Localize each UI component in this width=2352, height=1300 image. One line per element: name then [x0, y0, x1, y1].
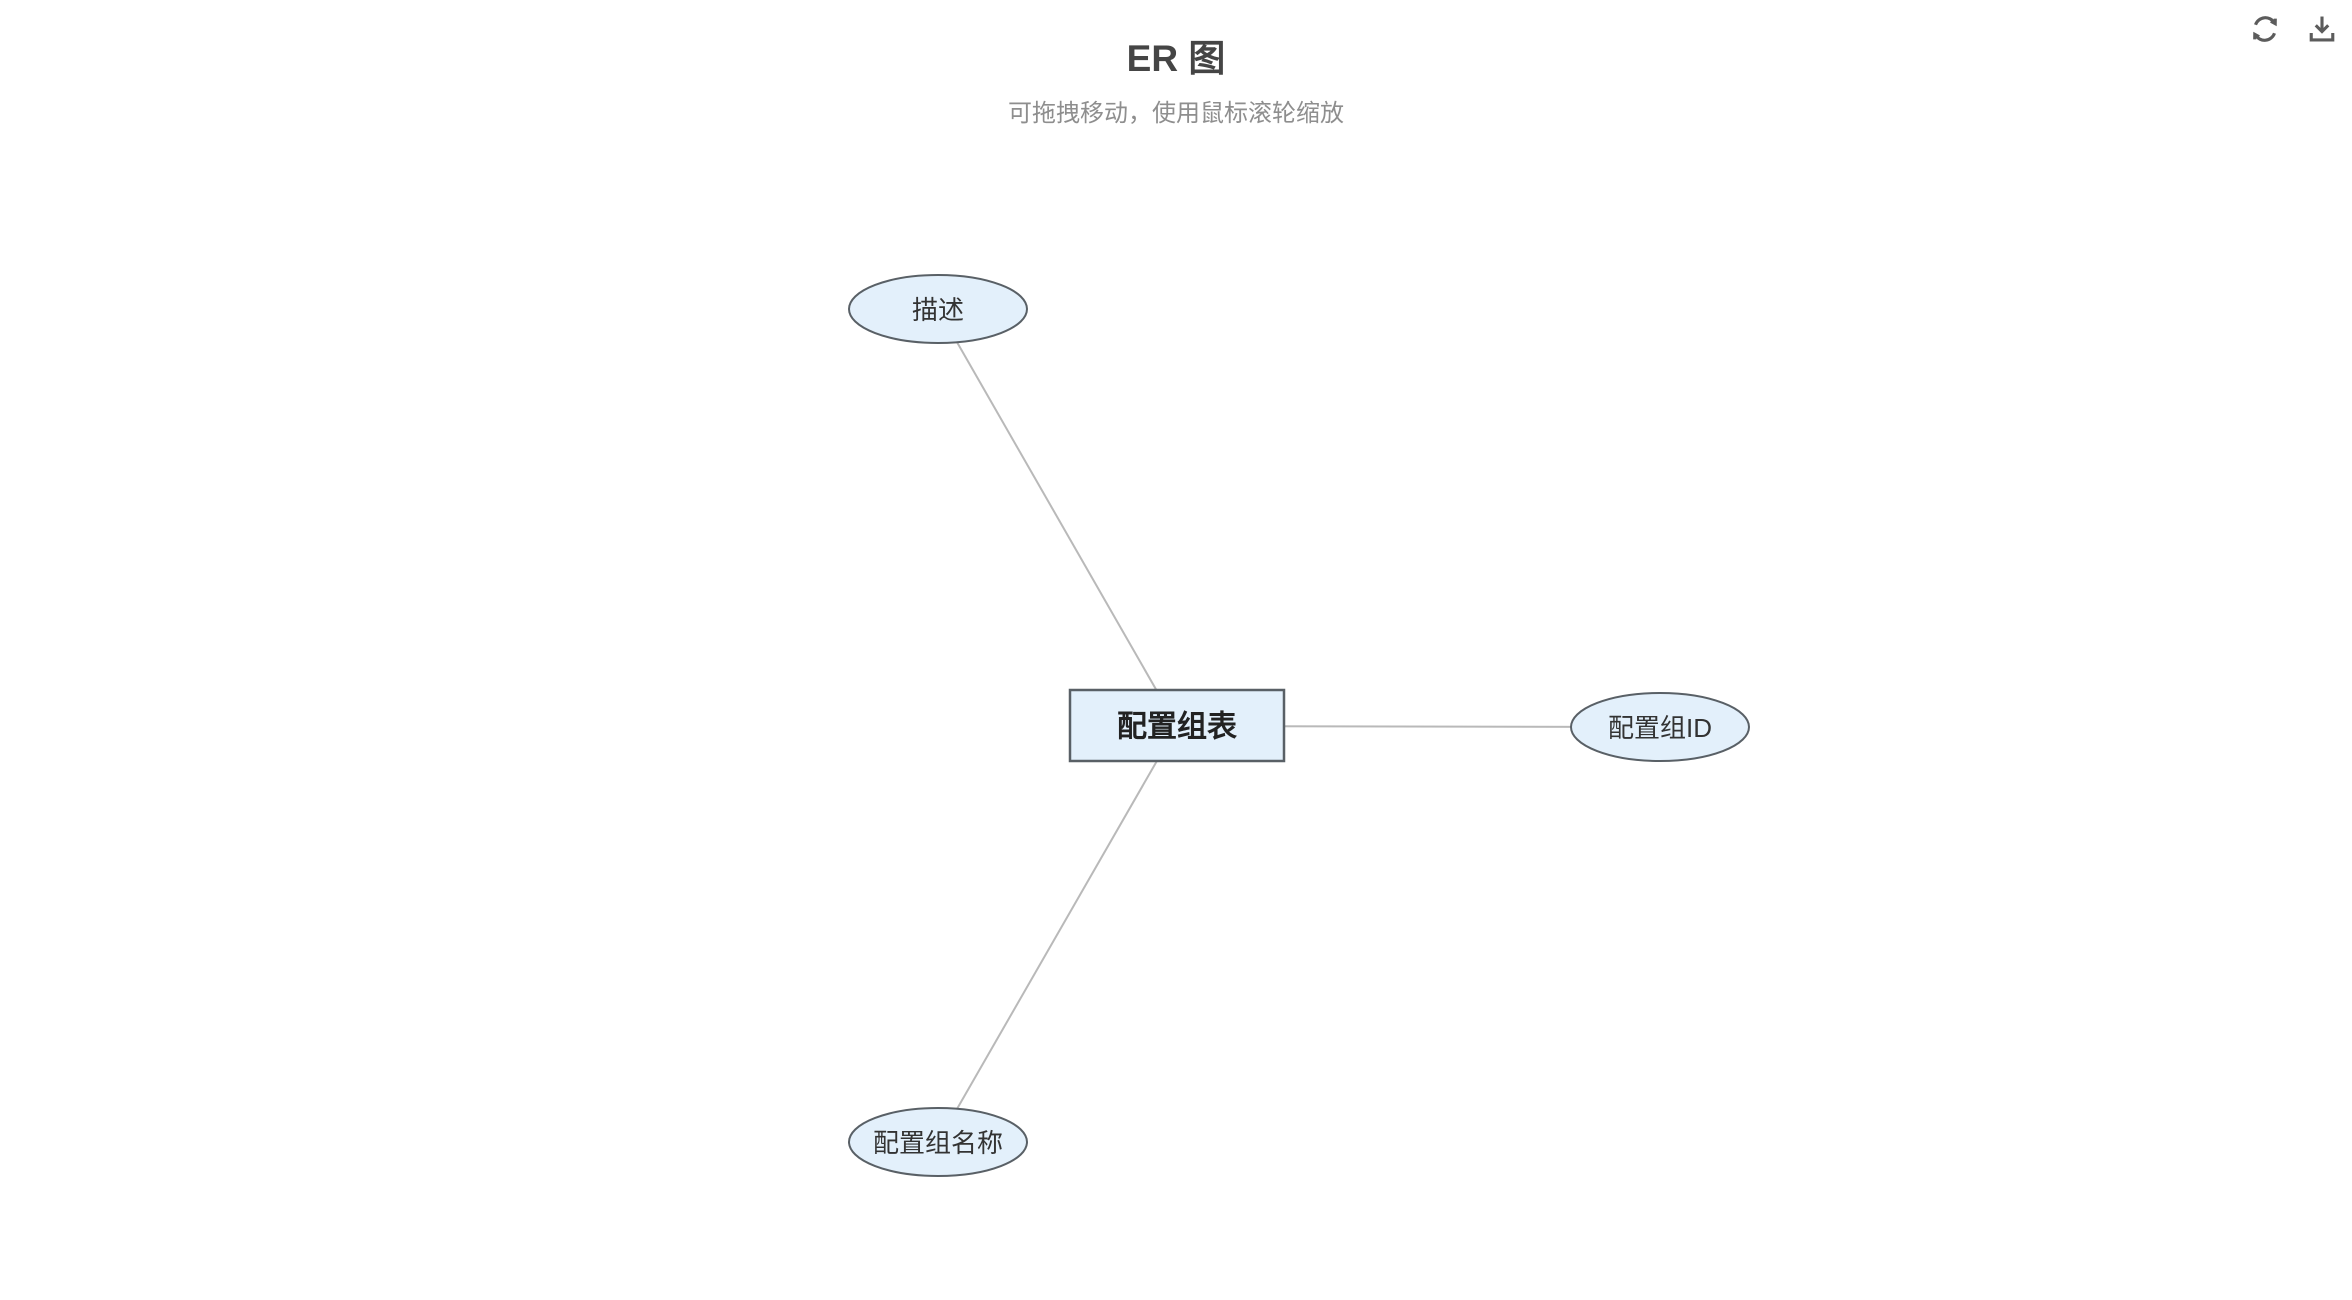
edge-entity-to-description — [937, 308, 1178, 727]
attribute-node-config-group-name[interactable]: 配置组名称 — [848, 1107, 1028, 1177]
entity-node-config-group-table[interactable]: 配置组表 — [1068, 688, 1286, 763]
refresh-icon — [2253, 16, 2277, 42]
attribute-node-config-group-id[interactable]: 配置组ID — [1570, 692, 1750, 762]
edge-entity-to-name — [937, 725, 1178, 1143]
toolbar — [2247, 11, 2340, 47]
attribute-ellipse[interactable] — [848, 1107, 1028, 1177]
attribute-node-description[interactable]: 描述 — [848, 274, 1028, 344]
attribute-label: 描述 — [912, 295, 964, 325]
edges-layer — [937, 308, 1661, 1143]
attribute-ellipse[interactable] — [1570, 692, 1750, 762]
attribute-ellipse[interactable] — [848, 274, 1028, 344]
attribute-label: 配置组名称 — [873, 1128, 1003, 1158]
entity-rect[interactable] — [1068, 688, 1286, 763]
entity-label: 配置组表 — [1117, 710, 1237, 744]
download-button[interactable] — [2304, 11, 2340, 47]
page-title: ER 图 — [1126, 38, 1226, 79]
attribute-label: 配置组ID — [1608, 713, 1712, 743]
refresh-button[interactable] — [2247, 11, 2283, 47]
download-icon — [2309, 16, 2335, 42]
page-subtitle: 可拖拽移动，使用鼠标滚轮缩放 — [1008, 100, 1344, 127]
